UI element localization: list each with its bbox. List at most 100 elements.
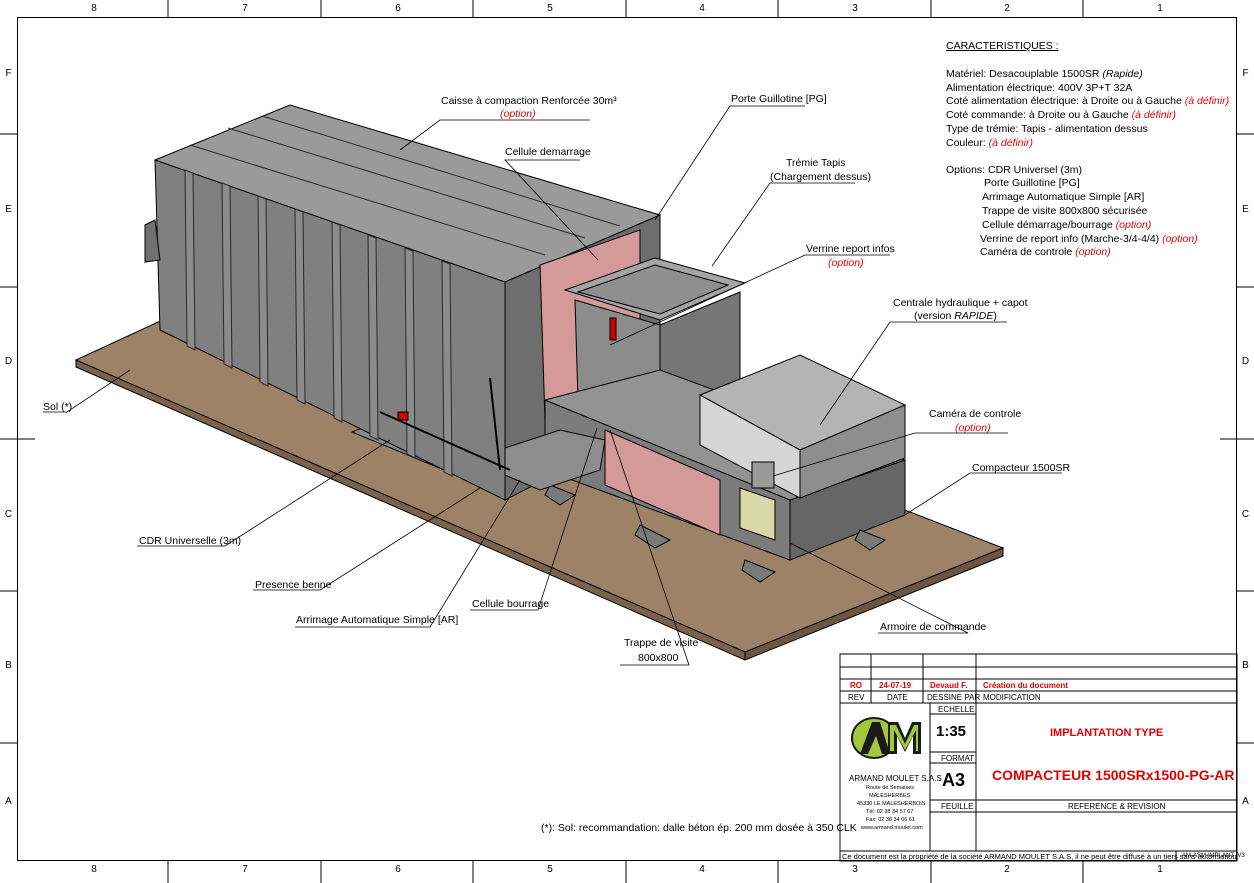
tb-h-echelle: ECHELLE bbox=[938, 705, 975, 714]
spec-cote-alim-text: Coté alimentation électrique: à Droite o… bbox=[946, 95, 1185, 108]
label-cellule-bourrage: Cellule bourrage bbox=[472, 598, 550, 610]
tb-ref: REFERENCE & REVISION bbox=[1068, 802, 1166, 811]
tb-h-rev: REV bbox=[848, 693, 865, 702]
specifications: CARACTERISTIQUES : Matériel: Desacouplab… bbox=[946, 40, 1229, 260]
tb-fax: Fax: 02 38 34 66 61 bbox=[866, 817, 915, 823]
label-centrale-sub-b: RAPIDE bbox=[954, 310, 994, 322]
ruler-row: F bbox=[5, 68, 12, 79]
ruler-row: B bbox=[1242, 660, 1249, 671]
ruler-row: C bbox=[1241, 509, 1250, 520]
spec-couleur: Couleur: (à définir) bbox=[946, 137, 1229, 151]
spec-opt-4: Cellule démarrage/bourrage (option) bbox=[946, 219, 1229, 233]
tb-code: AM-ASM-IMPLANT_V3 bbox=[1182, 853, 1245, 859]
label-camera: Caméra de controle bbox=[929, 408, 1022, 420]
spec-couleur-text: Couleur: bbox=[946, 136, 989, 149]
label-cdr: CDR Universelle (3m) bbox=[139, 535, 242, 547]
ruler-row: F bbox=[1242, 68, 1249, 79]
label-caisse-option: (option) bbox=[500, 108, 536, 120]
company-logo bbox=[850, 716, 922, 760]
camera-box bbox=[751, 461, 775, 489]
spec-opt-5: Verrine de report info (Marche-3/4-4/4) … bbox=[946, 233, 1229, 247]
tb-date: 24-07-19 bbox=[879, 681, 912, 690]
tb-h-format: FORMAT bbox=[941, 754, 975, 763]
ruler-row: A bbox=[5, 796, 12, 807]
company-logo-graphic bbox=[851, 717, 921, 759]
ruler-col: 7 bbox=[242, 864, 248, 875]
ruler-row: C bbox=[4, 509, 13, 520]
spec-cote-alim-opt: (à définir) bbox=[1184, 95, 1230, 108]
ruler-col: 3 bbox=[852, 3, 858, 14]
tb-h-date: DATE bbox=[887, 693, 908, 702]
label-cellule-demarrage: Cellule demarrage bbox=[505, 146, 591, 158]
spec-opt-6-text: Caméra de controle bbox=[980, 246, 1076, 259]
spec-cote-cmd: Coté commande: à Droite ou à Gauche (à d… bbox=[946, 109, 1229, 123]
spec-materiel-opt: (Rapide) bbox=[1102, 67, 1143, 80]
spec-couleur-opt: (à définir) bbox=[988, 136, 1033, 149]
ruler-col: 6 bbox=[395, 3, 401, 14]
spec-materiel: Matériel: Desacouplable 1500SR (Rapide) bbox=[946, 68, 1229, 82]
ruler-row: E bbox=[5, 204, 12, 215]
label-caisse: Caisse à compaction Renforcée 30m³ bbox=[441, 95, 617, 107]
tb-tel: Tél: 02 38 34 57 67 bbox=[866, 809, 914, 815]
label-compacteur: Compacteur 1500SR bbox=[972, 462, 1071, 474]
label-verrine: Verrine report infos bbox=[806, 243, 895, 255]
label-presence-benne: Presence benne bbox=[255, 579, 332, 591]
ruler-col: 4 bbox=[699, 3, 705, 14]
ruler-col: 1 bbox=[1157, 864, 1163, 875]
tb-company: ARMAND MOULET S.A.S bbox=[849, 774, 942, 783]
ruler-col: 5 bbox=[547, 864, 553, 875]
spec-alim: Alimentation électrique: 400V 3P+T 32A bbox=[946, 81, 1133, 94]
tb-modif: Création du document bbox=[983, 681, 1068, 690]
ruler-row: A bbox=[1242, 796, 1249, 807]
label-trappe: Trappe de visite bbox=[624, 637, 699, 649]
cdr-assembly bbox=[379, 377, 606, 491]
tb-title2: COMPACTEUR 1500SRx1500-PG-AR bbox=[992, 767, 1235, 783]
label-centrale-sub-a: (version bbox=[914, 310, 955, 322]
leader-lines bbox=[43, 105, 1062, 666]
spec-tremie: Type de trémie: Tapis - alimentation des… bbox=[946, 122, 1148, 135]
spec-opt-3: Trappe de visite 800x800 sécurisée bbox=[982, 204, 1148, 217]
tb-echelle: 1:35 bbox=[936, 723, 967, 740]
spec-cote-cmd-text: Coté commande: à Droite ou à Gauche bbox=[946, 109, 1132, 122]
footnote: (*): Sol: recommandation: dalle béton ép… bbox=[541, 822, 857, 834]
ruler-row: D bbox=[1241, 356, 1250, 367]
tb-h-dessine: DESSINE PAR bbox=[927, 693, 981, 702]
spec-opt-4-text: Cellule démarrage/bourrage bbox=[982, 218, 1116, 231]
ruler-col: 7 bbox=[242, 3, 248, 14]
label-centrale: Centrale hydraulique + capot bbox=[893, 297, 1028, 309]
tb-addr2: MALESHERBES bbox=[869, 793, 911, 799]
tb-author: Devaud F. bbox=[930, 681, 968, 690]
spec-opt-6-opt: (option) bbox=[1075, 246, 1111, 259]
ruler-col: 3 bbox=[852, 864, 858, 875]
spec-cote-cmd-opt: (à définir) bbox=[1131, 109, 1176, 122]
spec-opt-5-text: Verrine de report info (Marche-3/4-4/4) bbox=[980, 232, 1163, 245]
label-centrale-sub-c: ) bbox=[993, 310, 997, 322]
spec-opt-5-opt: (option) bbox=[1162, 232, 1198, 245]
ruler-row: B bbox=[5, 660, 12, 671]
label-sol: Sol (*) bbox=[43, 401, 73, 413]
spec-opt-4-opt: (option) bbox=[1115, 218, 1152, 231]
tb-web: www.armand.moulet.com bbox=[861, 825, 923, 831]
control-cabinet bbox=[739, 487, 776, 541]
tb-disclaimer: Ce document est la propriété de la socié… bbox=[842, 852, 1239, 861]
ruler-col: 2 bbox=[1004, 3, 1010, 14]
ruler-row: E bbox=[1242, 204, 1249, 215]
label-trappe-sub: 800x800 bbox=[638, 652, 679, 664]
label-armoire: Armoire de commande bbox=[880, 621, 987, 633]
label-tremie-sub: (Chargement dessus) bbox=[770, 171, 871, 183]
label-centrale-sub: (version RAPIDE) bbox=[914, 310, 997, 323]
label-arrimage: Arrimage Automatique Simple [AR] bbox=[296, 614, 459, 626]
legs bbox=[544, 484, 887, 583]
ruler-row: D bbox=[4, 356, 13, 367]
tb-h-feuille: FEUILLE bbox=[941, 802, 974, 811]
ruler-col: 2 bbox=[1004, 864, 1010, 875]
ruler-col: 8 bbox=[91, 864, 97, 875]
tb-addr3: 45330 LE MALESHERBOIS bbox=[857, 801, 926, 807]
label-camera-option: (option) bbox=[955, 422, 991, 434]
label-verrine-option: (option) bbox=[828, 257, 864, 269]
ruler-col: 4 bbox=[699, 864, 705, 875]
hydraulic-unit bbox=[698, 354, 907, 499]
